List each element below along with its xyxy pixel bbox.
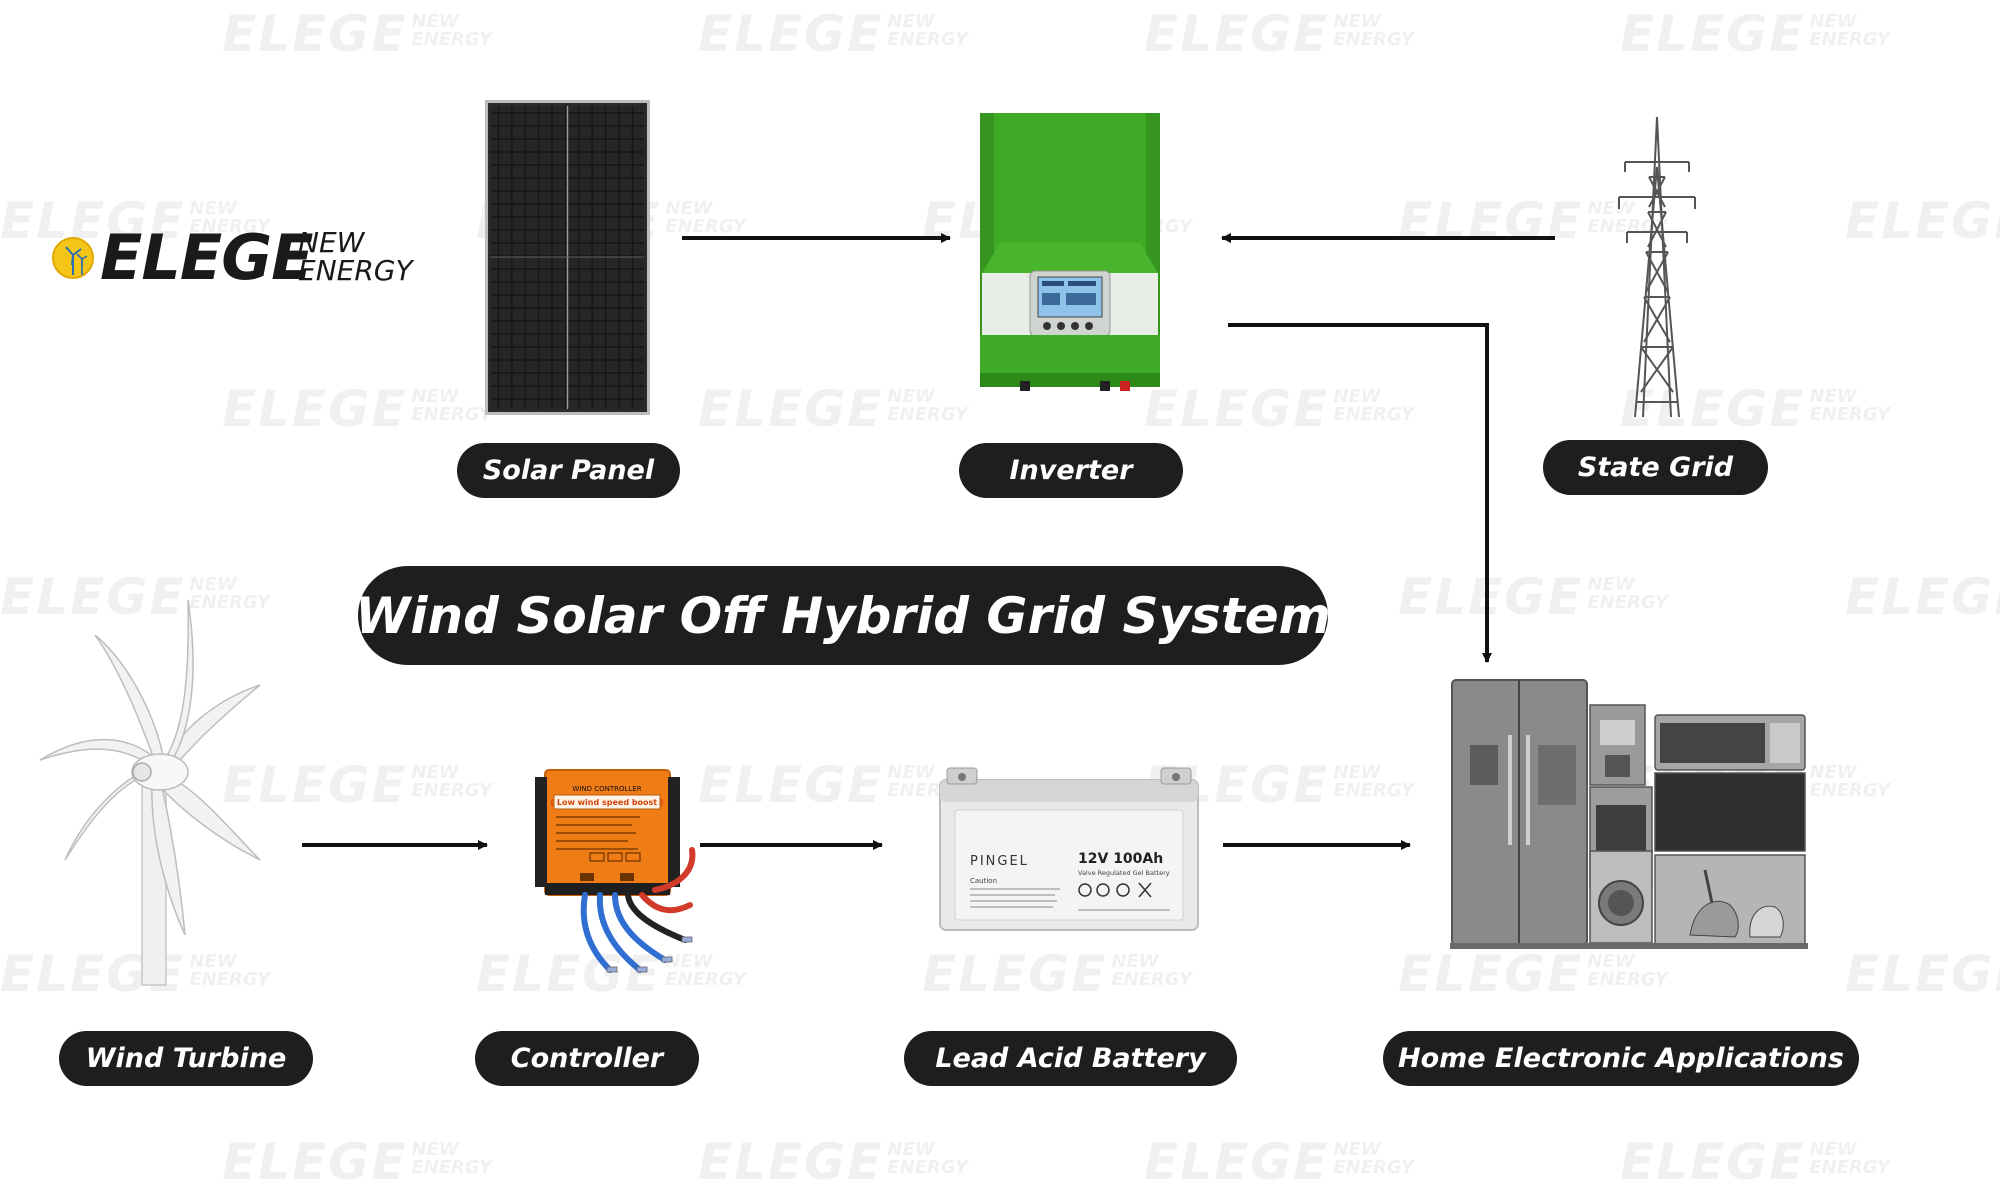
diagram-title: Wind Solar Off Hybrid Grid System [355,566,1331,665]
label-controller: Controller [475,1031,699,1086]
battery-spec-text: 12V 100Ah [1078,851,1163,867]
controller-title-text: WIND CONTROLLER [572,785,641,793]
controller-subtitle-text: ( Low wind speed boost ) [550,798,663,807]
label-inverter: Inverter [959,443,1183,498]
brand-name: ELEGE [100,221,313,294]
label-state-grid: State Grid [1543,440,1768,495]
wind-turbine-icon [39,599,261,986]
inverter-icon [980,113,1160,391]
brand-tagline-new: NEW [298,226,365,259]
arrow-inverter-to-home [1228,323,1492,663]
label-lead-acid-battery: Lead Acid Battery [904,1031,1237,1086]
brand-logo: ELEGE NEW ENERGY [50,225,420,291]
lead-acid-battery-icon: PINGEL 12V 100Ah Valve Regulated Gel Bat… [939,767,1199,931]
battery-brand-text: PINGEL [970,854,1029,869]
label-wind-turbine: Wind Turbine [59,1031,313,1086]
label-solar-panel: Solar Panel [457,443,680,498]
brand-tagline-energy: ENERGY [298,254,413,287]
sun-wind-turbine-icon [52,237,94,279]
home-appliances-icon [1450,679,1808,949]
label-home-electronic-applications: Home Electronic Applications [1383,1031,1859,1086]
solar-panel-icon [485,100,650,415]
battery-type-text: Valve Regulated Gel Battery [1078,869,1170,877]
charge-controller-icon: WIND CONTROLLER ( Low wind speed boost ) [535,769,696,973]
transmission-tower-icon [1618,117,1696,418]
battery-caution-text: Caution [970,877,997,885]
